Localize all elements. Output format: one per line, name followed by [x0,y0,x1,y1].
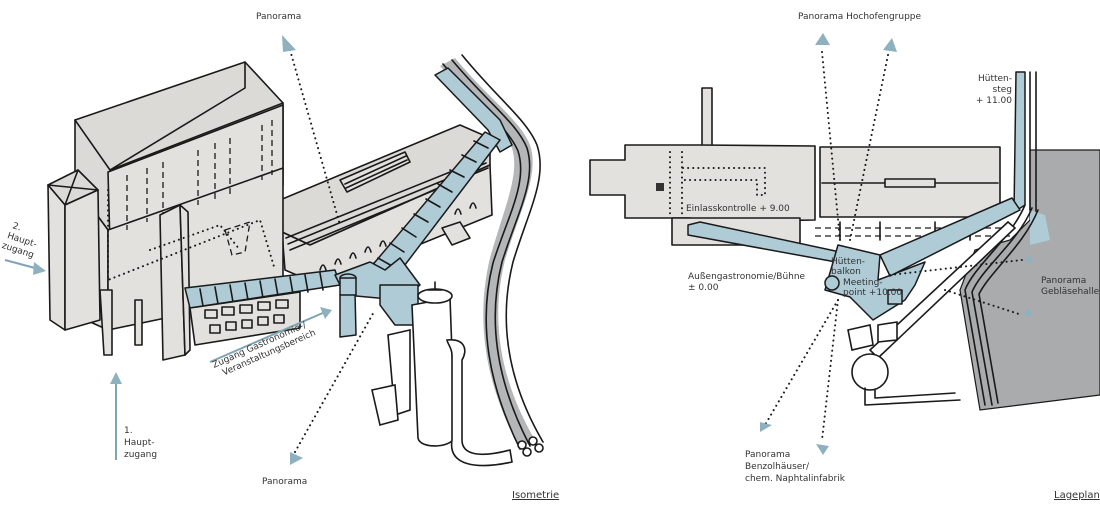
walkway-plan-diagonal [879,197,1021,277]
svg-text:Hütten-: Hütten- [978,74,1012,84]
label-haupt2: 2. Haupt- zugang [0,221,37,260]
label-einlasskontrolle: Einlasskontrolle + 9.00 [686,204,790,214]
gastro-arrow [209,307,332,363]
svg-text:Außengastronomie/Bühne: Außengastronomie/Bühne [688,272,806,282]
label-panorama-geblaesehalle: Panorama Gebläsehalle [1041,276,1100,297]
caption-isometrie: Isometrie [512,490,559,501]
label-meeting-point: Meeting- point +10.00 [843,278,902,298]
svg-text:zugang: zugang [124,450,157,460]
svg-text:Benzolhäuser/: Benzolhäuser/ [745,462,810,472]
svg-text:Meeting-: Meeting- [843,278,883,288]
svg-text:± 0.00: ± 0.00 [688,283,719,293]
walkway-horizontal [184,269,341,346]
isometric-drawing: Panorama Panorama 2. Haupt- zugang 1. Ha… [0,12,559,501]
site-plan-drawing: Panorama Hochofengruppe Hütten- steg + 1… [589,12,1100,501]
label-aussengastronomie: Außengastronomie/Bühne ± 0.00 [688,272,806,293]
label-haupt1: 1. Haupt- zugang [124,426,157,460]
panorama-hochofen-arrow-2 [883,38,897,52]
huettenbalkon-iso [334,257,421,338]
panorama-geblaese-marker-2 [1024,309,1032,317]
label-huettenbalkon: Hütten- balkon [831,257,865,277]
svg-text:Gebläsehalle: Gebläsehalle [1041,287,1100,297]
label-panorama-benzolhaeuser: Panorama Benzolhäuser/ chem. Naphtalinfa… [745,450,846,484]
caption-lageplan: Lageplan [1054,490,1100,501]
svg-text:balkon: balkon [831,267,861,277]
panorama-benzol-arrow-1 [760,422,772,432]
panorama-hochofen-arrow-1 [815,33,830,45]
huettensteg-plan [1013,71,1026,213]
label-panorama-top: Panorama [256,12,301,22]
haupt1-arrow [110,372,122,460]
panorama-arrow-bottom [290,452,303,465]
svg-text:point +10.00: point +10.00 [843,288,902,298]
gas-tower [371,281,513,467]
panorama-arrow-top [282,35,296,52]
svg-text:Haupt-: Haupt- [124,438,154,448]
plan-building-west [589,87,816,246]
svg-text:Panorama: Panorama [1041,276,1086,286]
svg-text:steg: steg [993,85,1012,95]
haupt2-arrow [4,259,46,275]
svg-text:2.: 2. [11,221,22,233]
svg-text:1.: 1. [124,426,133,436]
label-panorama-bottom: Panorama [262,477,307,487]
svg-text:Panorama: Panorama [745,450,790,460]
label-panorama-hochofengruppe: Panorama Hochofengruppe [798,12,921,22]
svg-text:+ 11.00: + 11.00 [976,96,1012,106]
panorama-geblaese-marker-1 [1025,256,1033,264]
panorama-benzol-arrow-2 [816,444,829,455]
svg-text:Hütten-: Hütten- [831,257,865,267]
geblaesehalle-area [959,149,1100,411]
svg-text:chem. Naphtalinfabrik: chem. Naphtalinfabrik [745,474,846,484]
huettensteg-iso [434,67,513,153]
label-huettensteg: Hütten- steg + 11.00 [976,74,1012,106]
